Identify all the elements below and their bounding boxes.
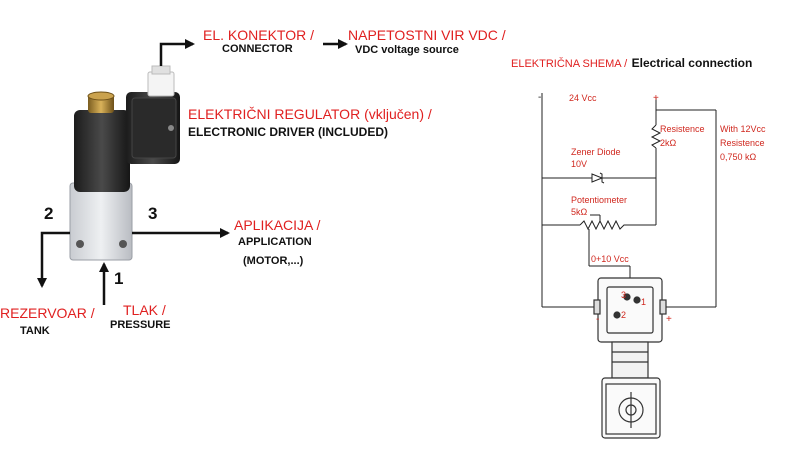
driver-label-sl: ELEKTRIČNI REGULATOR (vključen) / <box>188 106 432 122</box>
resistor-2k <box>650 124 662 149</box>
connector-plug <box>147 71 175 97</box>
zener-label-line1: Zener Diode <box>571 147 621 157</box>
connector-cable-sleeve <box>611 341 649 379</box>
tank-label-sl: REZERVOAR / <box>0 305 95 321</box>
schematic-plus-top: + <box>653 93 659 104</box>
solenoid-coil <box>74 110 130 192</box>
valve-port-hole <box>119 240 127 248</box>
connector-drawing <box>593 277 667 439</box>
supply-voltage-label: 24 Vcc <box>569 93 597 103</box>
connector-screw <box>168 125 174 131</box>
voltage-source-label-en: VDC voltage source <box>355 44 459 56</box>
schematic-title-en: Electrical connection <box>631 56 753 70</box>
tank-arrow <box>37 231 70 288</box>
valve-port-hole <box>76 240 84 248</box>
connector-plus: + <box>666 314 672 325</box>
pot-label-line1: Potentiometer <box>571 195 627 205</box>
alt-resistor-line2: Resistence <box>720 138 765 148</box>
zener-label-line2: 10V <box>571 159 587 169</box>
connector-ear <box>659 299 667 315</box>
connector-ear <box>593 299 601 315</box>
application-label-en: APPLICATION <box>238 236 312 248</box>
port-number-1: 1 <box>114 269 124 288</box>
pressure-label-sl: TLAK / <box>123 302 166 318</box>
connector-minus: - <box>596 314 599 325</box>
resistor-label-line2: 2kΩ <box>660 138 677 148</box>
zener-diode <box>591 173 604 183</box>
pot-label-line2: 5kΩ <box>571 207 588 217</box>
alt-resistor-line1: With 12Vcc <box>720 124 766 134</box>
voltage-source-label-sl: NAPETOSTNI VIR VDC / <box>348 27 506 43</box>
schematic-minus-top: - <box>538 92 541 103</box>
pin-number-1: 1 <box>641 297 646 307</box>
connector-plug-cap <box>151 65 171 75</box>
schematic-title-sl: ELEKTRIČNA SHEMA / <box>511 58 628 70</box>
connector-arrow <box>159 39 195 66</box>
schematic-title: ELEKTRIČNA SHEMA / Electrical connection <box>511 55 752 71</box>
tank-label-en: TANK <box>20 325 50 337</box>
valve-illustration <box>69 65 180 261</box>
pin-number-2: 2 <box>621 310 626 320</box>
electrical-schematic <box>541 93 717 308</box>
connector-box-face <box>131 97 177 159</box>
pressure-label-en: PRESSURE <box>110 319 171 331</box>
connector-pin-3 <box>623 293 631 301</box>
connector-pin-1 <box>633 296 641 304</box>
potentiometer-5k <box>579 219 630 231</box>
brass-nut-top <box>87 91 115 101</box>
connector-label-en: CONNECTOR <box>222 43 293 55</box>
valve-block <box>69 182 133 261</box>
connector-label-sl: EL. KONEKTOR / <box>203 27 314 43</box>
port-number-2: 2 <box>44 204 54 223</box>
alt-resistor-line3: 0,750 kΩ <box>720 152 757 162</box>
signal-label: 0+10 Vcc <box>591 254 629 264</box>
resistor-label-line1: Resistence <box>660 124 705 134</box>
port-number-3: 3 <box>148 204 158 223</box>
application-label-sl: APLIKACIJA / <box>234 217 321 233</box>
connector-pin-2 <box>613 311 621 319</box>
valve-body-fins <box>605 383 657 435</box>
connector-inner <box>606 286 654 334</box>
pin-number-3: 3 <box>621 290 626 300</box>
driver-label-en: ELECTRONIC DRIVER (INCLUDED) <box>188 125 388 139</box>
application-label-en2: (MOTOR,...) <box>243 255 304 267</box>
